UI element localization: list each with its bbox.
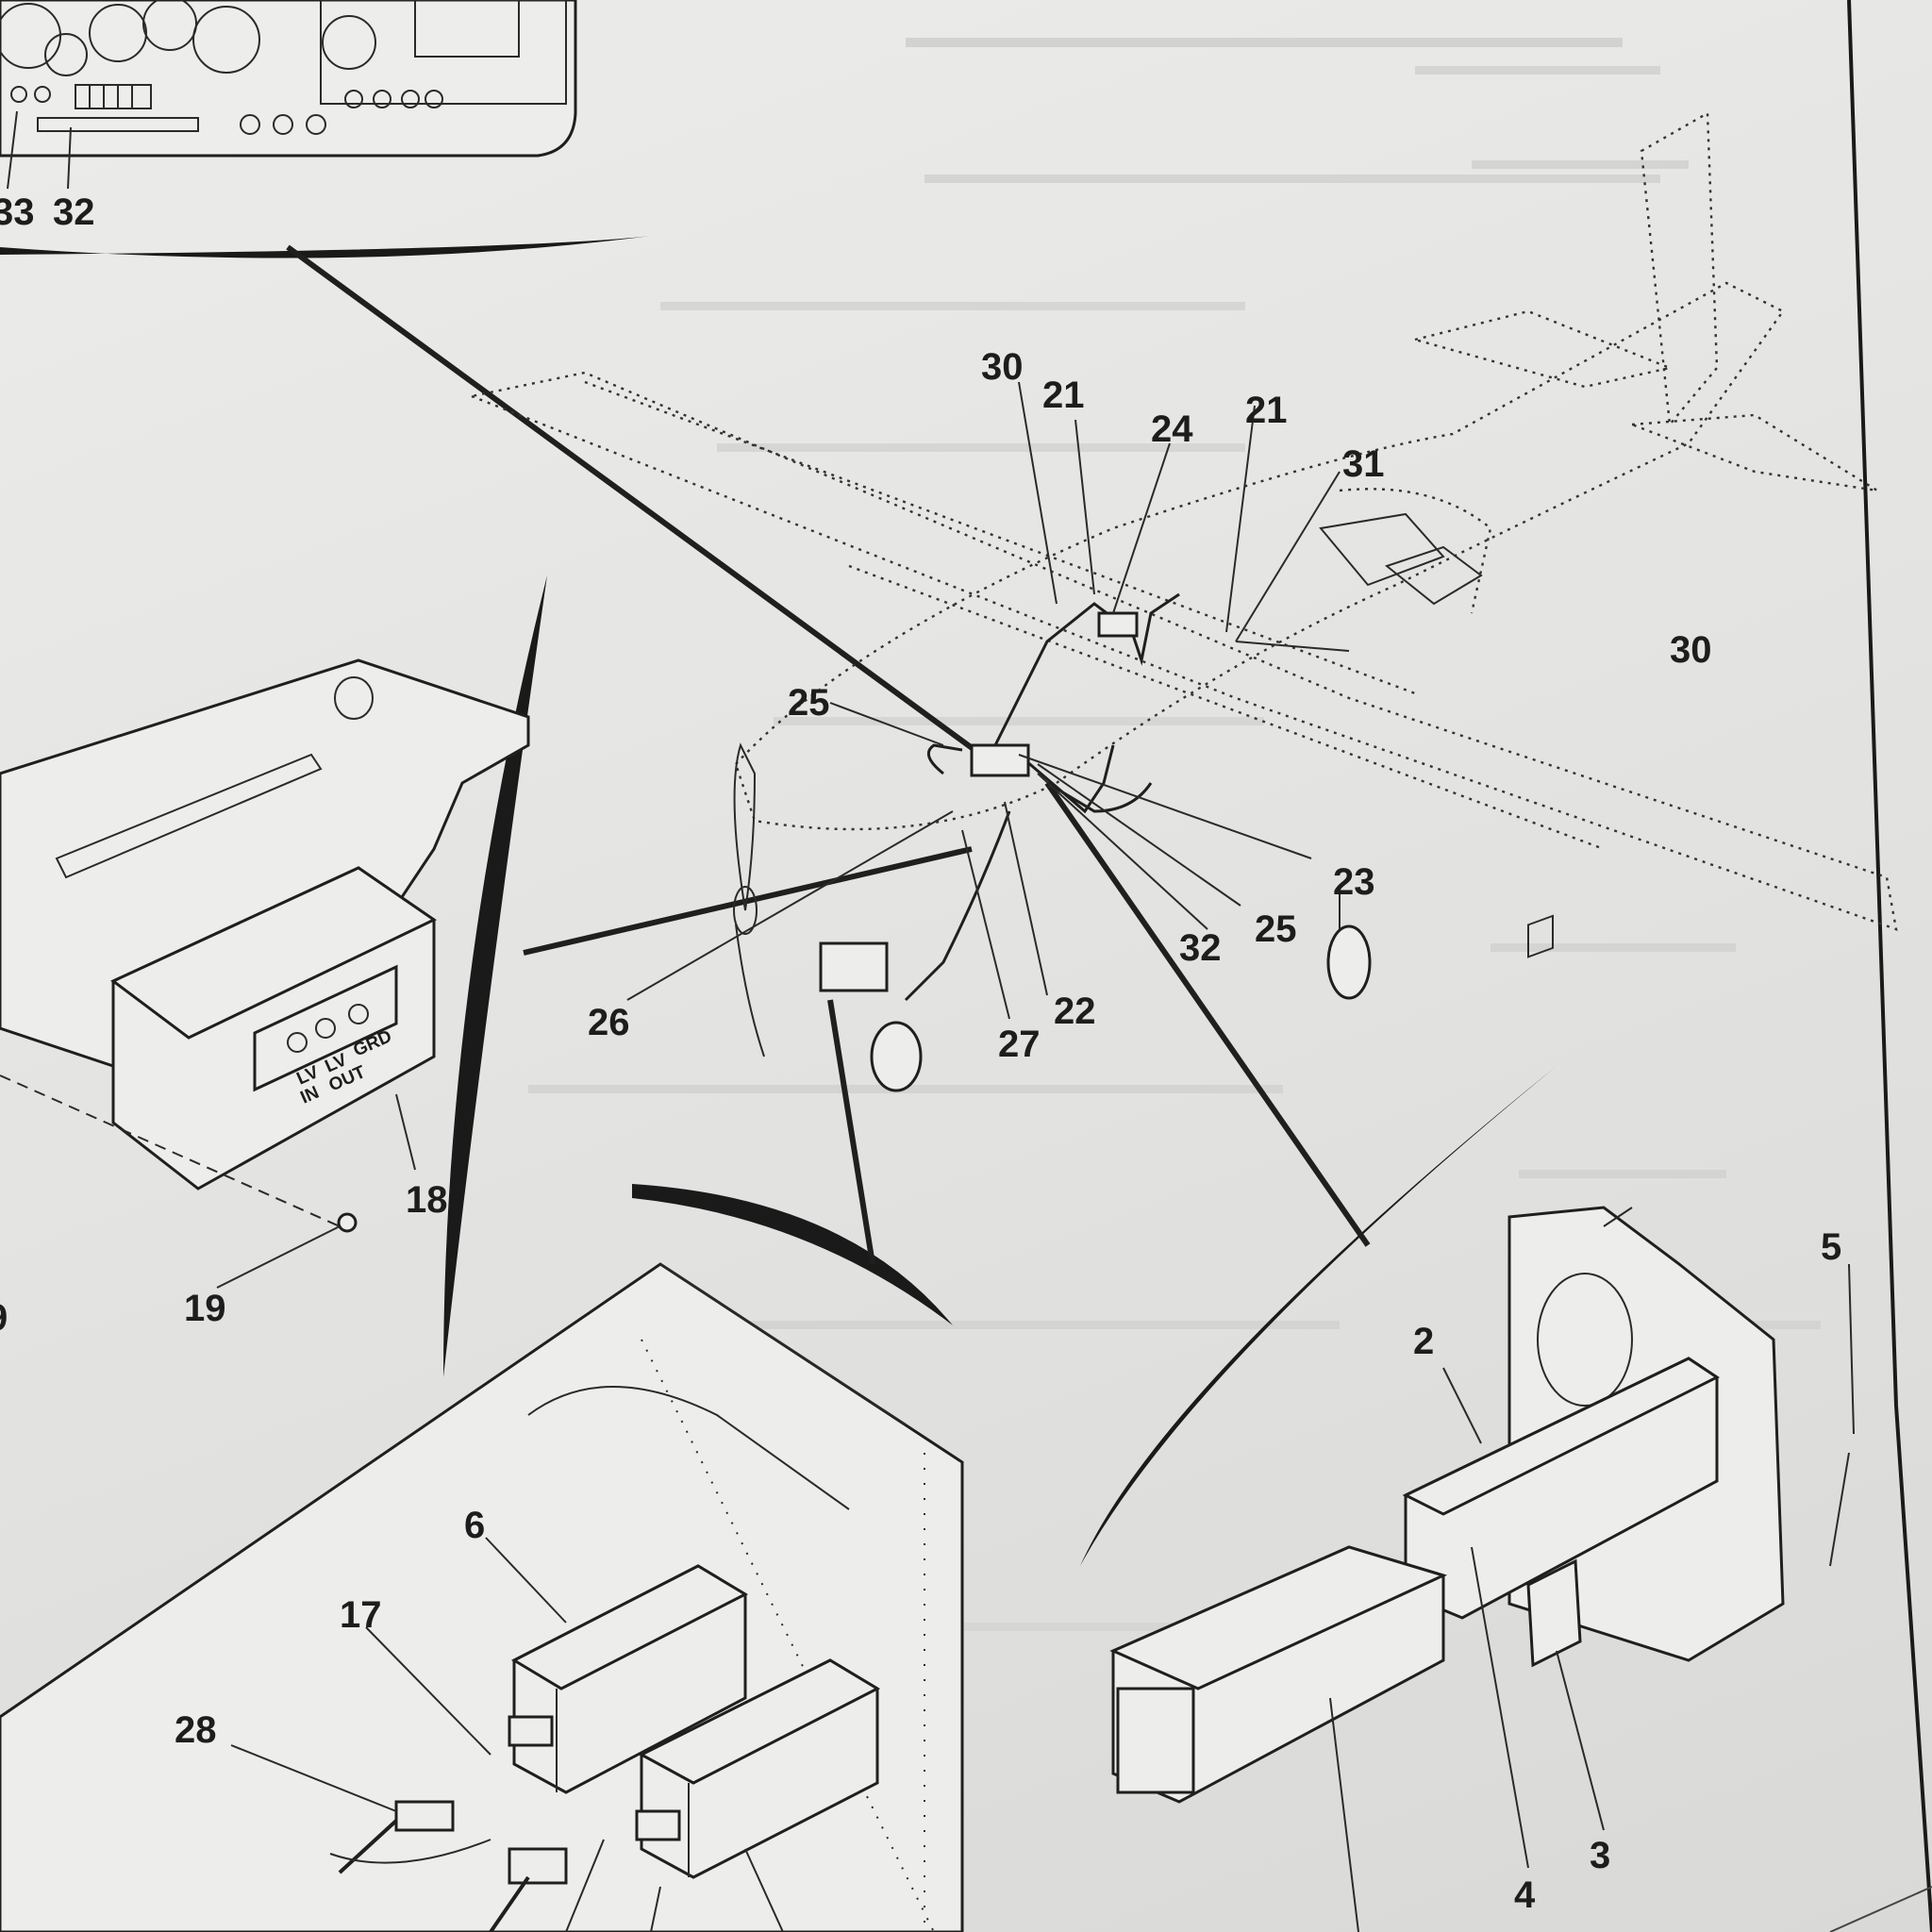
callout-30-right: 30	[1670, 629, 1712, 671]
callout-22: 22	[1054, 991, 1096, 1032]
callout-31: 31	[1342, 443, 1385, 485]
callout-4: 4	[1514, 1874, 1536, 1916]
page-border-line	[1847, 0, 1932, 1932]
callout-25-right: 25	[1255, 908, 1297, 950]
callout-28: 28	[175, 1709, 217, 1751]
callout-23: 23	[1333, 861, 1375, 903]
callout-24: 24	[1151, 408, 1193, 450]
page-edge-line	[1829, 1886, 1932, 1932]
callout-5: 5	[1821, 1226, 1841, 1268]
callout-18: 18	[406, 1179, 448, 1221]
callout-26: 26	[588, 1002, 630, 1043]
airplane-outline	[467, 110, 1898, 1092]
callout-27: 27	[998, 1024, 1041, 1065]
wiring-harness	[819, 592, 1180, 1002]
noise-filter-inset	[0, 658, 530, 1289]
amplifier-inset	[0, 1262, 964, 1932]
callout-25: 25	[788, 682, 830, 724]
callout-30: 30	[981, 346, 1024, 388]
callout-32: 32	[1179, 927, 1222, 969]
leader-lines	[286, 244, 1371, 1265]
callout-32-panel: 32	[53, 192, 95, 233]
instrument-panel-inset	[0, 0, 577, 190]
callout-9-edge: 9	[0, 1297, 8, 1339]
callout-leaders	[626, 381, 1350, 1020]
callout-33: 33	[0, 192, 35, 233]
callout-21: 21	[1042, 375, 1085, 416]
radio-leaders	[1329, 1263, 1855, 1932]
radio-stack-inset	[1109, 914, 1850, 1804]
callout-21-right: 21	[1245, 390, 1288, 431]
callout-19: 19	[184, 1288, 226, 1329]
callout-2: 2	[1413, 1321, 1434, 1362]
callout-6: 6	[464, 1505, 485, 1546]
separator-strokes	[0, 236, 1557, 1566]
callout-17: 17	[340, 1594, 382, 1636]
amplifier-leaders	[230, 1537, 784, 1932]
callout-3: 3	[1590, 1835, 1610, 1876]
